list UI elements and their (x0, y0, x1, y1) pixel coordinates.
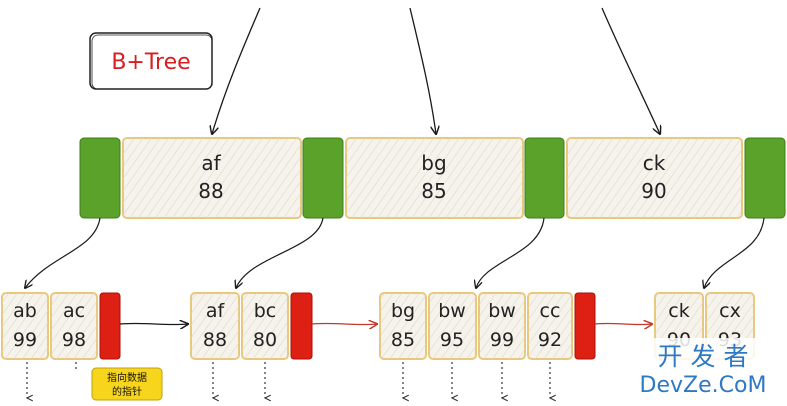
watermark-cn: 开 发 者 (658, 342, 749, 371)
leaf4-key-1: cx (719, 300, 741, 322)
child-pointer-3 (744, 137, 786, 219)
leaf3-key-0: bg (391, 300, 415, 322)
parent-arrow-ck (601, 7, 660, 134)
child-pointer-arrows (25, 217, 765, 288)
internal-value-bg: 85 (421, 179, 446, 203)
parent-arrow-bg (409, 7, 436, 134)
watermark: 开 发 者 DevZe.CoM (618, 338, 787, 406)
child-pointer-0 (79, 137, 121, 219)
leaf3-key-1: bw (438, 300, 466, 322)
watermark-en: DevZe.CoM (640, 373, 767, 398)
leaf1-key-0: ab (13, 300, 37, 322)
leaf-link-arrows (119, 323, 652, 324)
leaf1-key-1: ac (63, 300, 85, 322)
leaf2-key-1: bc (254, 300, 277, 322)
leaf-node-2: af 88 bc 80 (190, 292, 313, 360)
parent-pointers (212, 7, 660, 134)
leaf1-value-0: 99 (13, 329, 37, 351)
leaf3-key-2: bw (488, 300, 516, 322)
data-pointer-note: 指向数据 的指针 (91, 367, 163, 401)
internal-value-ck: 90 (641, 179, 666, 203)
next-pointer-2 (290, 292, 313, 360)
leaf3-key-3: cc (540, 300, 561, 322)
leaf-node-3: bg 85 bw 95 bw 99 cc 92 (379, 292, 596, 360)
title-badge: B+Tree (89, 32, 213, 90)
child-pointer-2 (524, 137, 565, 219)
leaf3-value-3: 92 (538, 329, 562, 351)
leaf1-value-1: 98 (62, 329, 86, 351)
leaf4-key-0: ck (668, 300, 689, 322)
child-pointer-1 (302, 137, 344, 219)
parent-arrow-af (212, 7, 261, 134)
internal-node: af 88 bg 85 ck 90 (79, 137, 786, 219)
next-pointer-1 (99, 292, 121, 360)
leaf2-value-1: 80 (253, 329, 277, 351)
title-badge-text: B+Tree (111, 50, 190, 75)
note-line-2: 的指针 (112, 385, 142, 398)
internal-key-af: af (201, 151, 221, 175)
next-pointer-3 (574, 292, 596, 360)
internal-key-ck: ck (643, 151, 666, 175)
note-line-1: 指向数据 (107, 371, 147, 384)
leaf3-value-0: 85 (391, 329, 415, 351)
leaf3-value-1: 95 (440, 329, 464, 351)
internal-value-af: 88 (198, 179, 223, 203)
leaf2-value-0: 88 (203, 329, 227, 351)
internal-key-bg: bg (421, 151, 446, 175)
leaf2-key-0: af (206, 300, 226, 322)
data-pointer-arrows (27, 362, 550, 398)
leaf3-value-2: 99 (490, 329, 514, 351)
leaf-node-1: ab 99 ac 98 (1, 292, 121, 360)
